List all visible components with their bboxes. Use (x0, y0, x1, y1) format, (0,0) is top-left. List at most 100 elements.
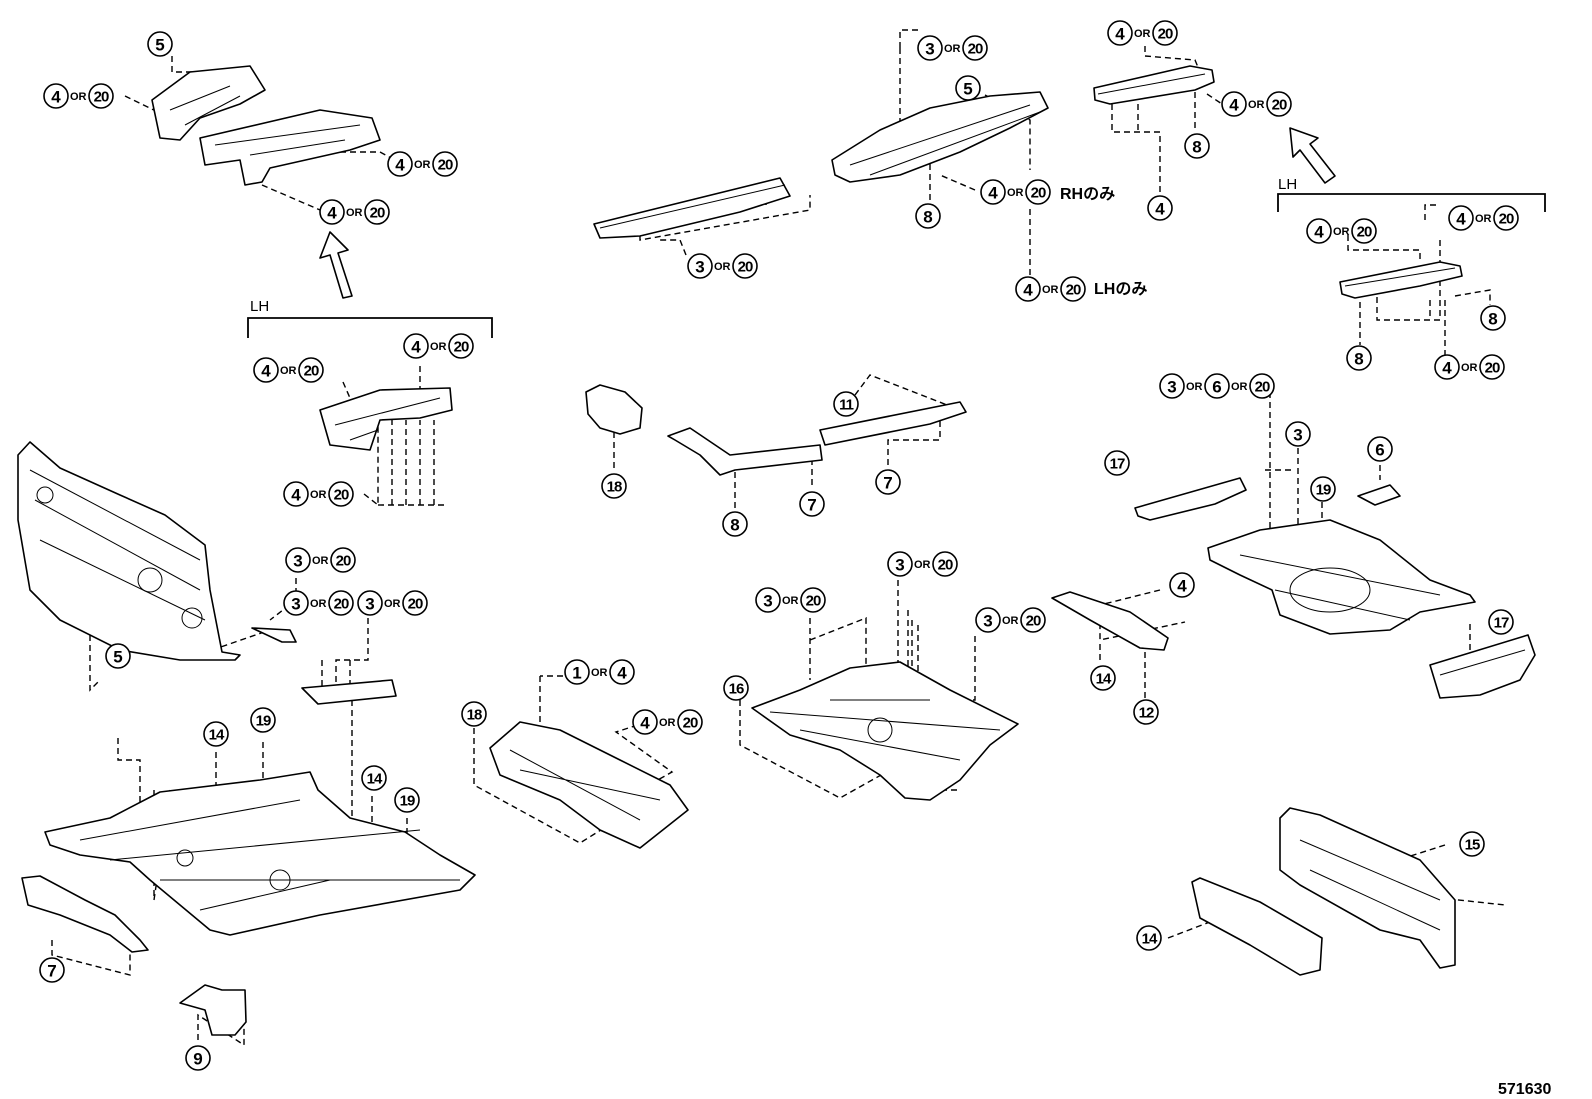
callout-circle (1060, 276, 1086, 302)
callout-4: 4 (1147, 195, 1173, 221)
callout-number: 4 (327, 204, 337, 223)
part-rear-member-17b (1429, 634, 1536, 699)
callout-14: 14 (1090, 665, 1116, 691)
callout-number: 1 (572, 664, 581, 683)
part-rear-member-17a (1134, 477, 1247, 521)
part-dash-bracket-2 (301, 679, 397, 705)
callout-number: 5 (155, 36, 164, 55)
lh-label-left: LH (250, 298, 269, 315)
callout-number: 4 (1023, 281, 1033, 300)
part-side-sill-8 (667, 427, 823, 476)
callout-circle (755, 587, 781, 613)
callout-number: 20 (334, 487, 349, 504)
lh-only-label: LHのみ (1094, 281, 1147, 298)
callout-15: 15 (1459, 831, 1485, 857)
callout-number: 14 (209, 727, 225, 744)
callout-circle (1480, 305, 1506, 331)
callout-number: 3 (983, 612, 992, 631)
or-connector: OR (659, 717, 676, 729)
callout-8: 8 (915, 203, 941, 229)
callout-circle (1493, 205, 1519, 231)
callout-4-or-20: 4 OR 20 (1015, 276, 1086, 302)
callout-circle (722, 511, 748, 537)
callout-number: 20 (1272, 97, 1287, 114)
part-rear-crossmember-14b (1191, 877, 1323, 976)
callout-8: 8 (1184, 133, 1210, 159)
callout-circle (1015, 276, 1041, 302)
callout-number: 12 (1139, 705, 1154, 722)
callout-circle (328, 590, 354, 616)
callout-number: 20 (1255, 379, 1270, 396)
callout-number: 20 (1031, 185, 1046, 202)
callout-circle (732, 253, 758, 279)
callout-circle (1107, 20, 1133, 46)
or-connector: OR (1042, 284, 1059, 296)
callout-circle (1159, 373, 1185, 399)
callout-circle (887, 551, 913, 577)
callout-circle (833, 391, 859, 417)
callout-number: 4 (291, 486, 301, 505)
or-connector: OR (1475, 213, 1492, 225)
or-connector: OR (591, 667, 608, 679)
callout-12: 12 (1133, 699, 1159, 725)
rh-only-label: RHのみ (1060, 186, 1115, 203)
callout-number: 4 (1456, 210, 1466, 229)
callout-number: 20 (94, 89, 109, 106)
callout-7: 7 (799, 491, 825, 517)
or-connector: OR (1002, 615, 1019, 627)
lh-arrow-left (319, 231, 353, 299)
lh-arrow-right (1289, 127, 1336, 184)
callout-number: 3 (1293, 426, 1302, 445)
callout-circle (298, 357, 324, 383)
callout-number: 4 (411, 338, 421, 357)
callout-number: 20 (1066, 282, 1081, 299)
callout-circle (1346, 345, 1372, 371)
callout-circle (39, 957, 65, 983)
callout-number: 3 (895, 556, 904, 575)
part-bracket-9 (179, 984, 247, 1036)
callout-circle (394, 787, 420, 813)
callout-circle (387, 151, 413, 177)
callout-circle (1367, 436, 1393, 462)
callout-circle (185, 1045, 211, 1071)
callout-circle (800, 587, 826, 613)
or-connector: OR (310, 489, 327, 501)
part-rear-crossmember-14 (1051, 591, 1169, 651)
callout-circle (250, 707, 276, 733)
callout-circle (1434, 354, 1460, 380)
callout-number: 15 (1465, 837, 1480, 854)
callout-circle (105, 643, 131, 669)
callout-circle (285, 547, 311, 573)
or-connector: OR (414, 159, 431, 171)
callout-number: 4 (1155, 200, 1165, 219)
callout-9: 9 (185, 1045, 211, 1071)
callout-number: 20 (683, 715, 698, 732)
callout-number: 4 (640, 714, 650, 733)
callout-circle (448, 333, 474, 359)
part-front-floor-pan (44, 771, 476, 936)
callout-8: 8 (1346, 345, 1372, 371)
diagram-code: 571630 (1498, 1081, 1551, 1098)
or-connector: OR (1461, 362, 1478, 374)
callout-circle (364, 199, 390, 225)
callout-circle (403, 333, 429, 359)
callout-circle (975, 607, 1001, 633)
part-top-right-rail (1093, 65, 1215, 105)
callout-circle (357, 590, 383, 616)
callout-number: 6 (1212, 378, 1221, 397)
callout-circle (319, 199, 345, 225)
callout-number: 3 (365, 595, 374, 614)
or-connector: OR (384, 598, 401, 610)
callout-circle (1169, 572, 1195, 598)
part-back-panel-15 (1279, 807, 1456, 969)
callout-number: 20 (1158, 26, 1173, 43)
or-connector: OR (1134, 28, 1151, 40)
